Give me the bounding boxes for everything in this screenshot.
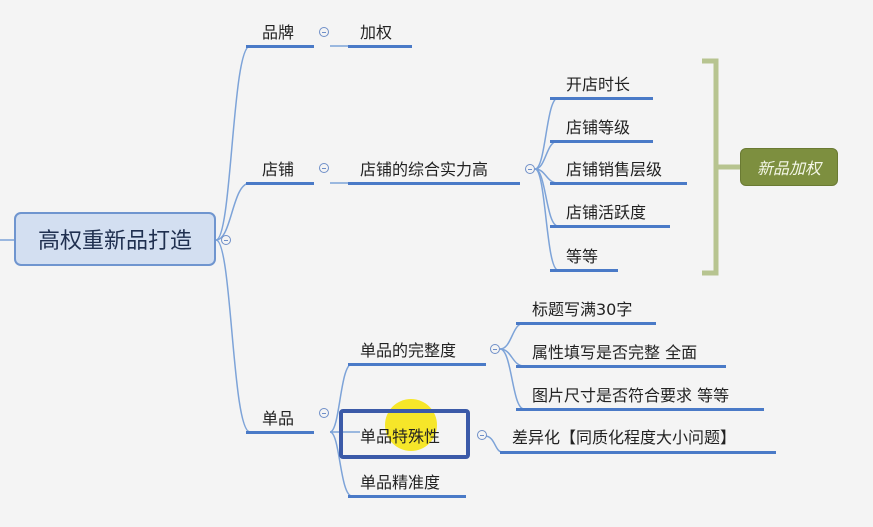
- collapse-icon[interactable]: [490, 344, 500, 354]
- collapse-icon[interactable]: [477, 430, 487, 440]
- collapse-icon[interactable]: [319, 163, 329, 173]
- cursor-highlight: [385, 399, 437, 451]
- collapse-icon[interactable]: [221, 235, 231, 245]
- tag-label: 新品加权: [756, 159, 821, 178]
- root-node[interactable]: 高权重新品打造: [14, 212, 216, 266]
- store-item[interactable]: 店铺等级: [566, 118, 631, 137]
- collapse-icon[interactable]: [525, 164, 535, 174]
- node-product[interactable]: 单品: [262, 409, 295, 428]
- node-specialty[interactable]: 单品特殊性: [360, 427, 441, 446]
- node-completeness[interactable]: 单品的完整度: [360, 341, 457, 360]
- underline: [348, 495, 466, 498]
- underline: [516, 322, 656, 325]
- underline: [246, 182, 314, 185]
- underline: [550, 225, 670, 228]
- node-store-strength[interactable]: 店铺的综合实力高: [360, 160, 489, 179]
- store-item[interactable]: 开店时长: [566, 75, 631, 94]
- underline: [348, 363, 486, 366]
- underline: [550, 97, 653, 100]
- underline: [348, 182, 520, 185]
- underline: [550, 140, 653, 143]
- underline: [246, 45, 314, 48]
- selection-box: [339, 409, 470, 459]
- underline: [516, 408, 764, 411]
- store-item[interactable]: 店铺活跃度: [566, 203, 647, 222]
- node-weighting[interactable]: 加权: [360, 23, 393, 42]
- collapse-icon[interactable]: [319, 27, 329, 37]
- node-precision[interactable]: 单品精准度: [360, 473, 441, 492]
- node-brand[interactable]: 品牌: [262, 23, 295, 42]
- completeness-item[interactable]: 属性填写是否完整 全面: [532, 343, 698, 362]
- store-item[interactable]: 店铺销售层级: [566, 160, 663, 179]
- bracket: [702, 58, 740, 276]
- underline: [500, 451, 776, 454]
- underline: [516, 365, 726, 368]
- underline: [550, 269, 618, 272]
- store-item[interactable]: 等等: [566, 247, 599, 266]
- root-label: 高权重新品打造: [37, 229, 192, 254]
- collapse-icon[interactable]: [319, 408, 329, 418]
- underline: [348, 45, 412, 48]
- node-store[interactable]: 店铺: [262, 160, 295, 179]
- underline: [550, 182, 687, 185]
- completeness-item[interactable]: 图片尺寸是否符合要求 等等: [532, 386, 730, 405]
- new-product-weighting-tag[interactable]: 新品加权: [740, 148, 838, 186]
- completeness-item[interactable]: 标题写满30字: [532, 300, 633, 319]
- specialty-item[interactable]: 差异化【同质化程度大小问题】: [512, 428, 737, 447]
- underline: [246, 431, 314, 434]
